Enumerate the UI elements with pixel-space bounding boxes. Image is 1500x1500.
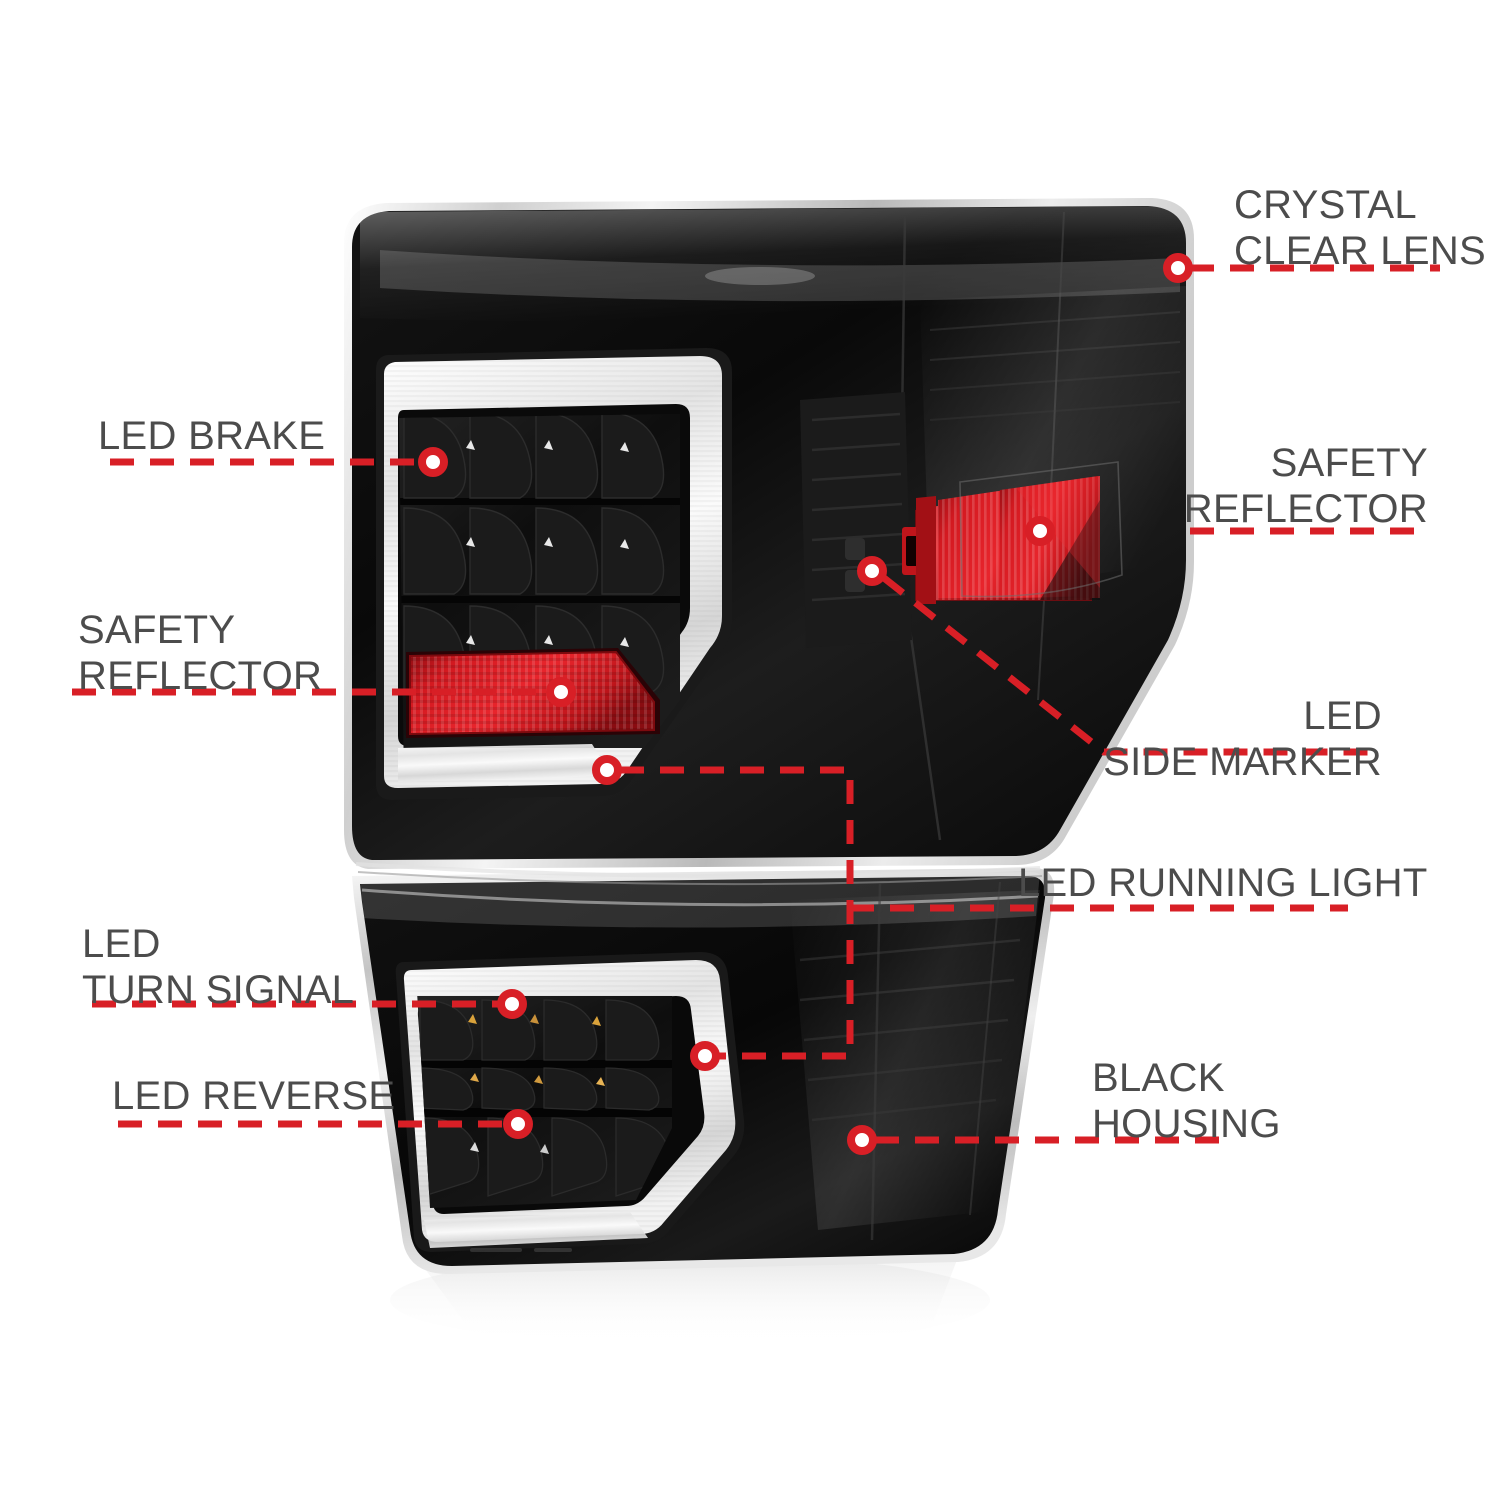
callout-label-led-reverse: LED REVERSE <box>112 1074 396 1118</box>
callout-label-safety-reflector-right: SAFETY REFLECTOR <box>1183 441 1428 531</box>
callout-dot-crystal-clear-lens[interactable] <box>1163 253 1193 283</box>
callout-dot-led-running-light-lower[interactable] <box>690 1041 720 1071</box>
callout-dot-safety-reflector-left[interactable] <box>546 677 576 707</box>
leader-line-led-side-marker <box>881 575 1382 756</box>
callout-label-led-brake: LED BRAKE <box>98 414 326 458</box>
callout-dot-led-turn-signal[interactable] <box>497 989 527 1019</box>
callout-dot-black-housing[interactable] <box>847 1125 877 1155</box>
callout-label-black-housing: BLACK HOUSING <box>1092 1056 1281 1146</box>
callout-label-safety-reflector-left: SAFETY REFLECTOR <box>78 608 323 698</box>
callout-dot-led-side-marker[interactable] <box>857 556 887 586</box>
callout-label-led-running-light: LED RUNNING LIGHT <box>1018 861 1428 905</box>
leader-line-led-running-light <box>620 766 854 1060</box>
callout-label-led-turn-signal: LED TURN SIGNAL <box>82 922 355 1012</box>
callout-dot-led-brake[interactable] <box>418 447 448 477</box>
callout-dot-safety-reflector-right[interactable] <box>1025 516 1055 546</box>
callout-label-led-side-marker: LED SIDE MARKER <box>1103 694 1382 784</box>
callout-label-crystal-clear-lens: CRYSTAL CLEAR LENS <box>1234 183 1486 273</box>
callout-dot-led-reverse[interactable] <box>503 1109 533 1139</box>
callout-dot-led-running-light-upper[interactable] <box>592 755 622 785</box>
